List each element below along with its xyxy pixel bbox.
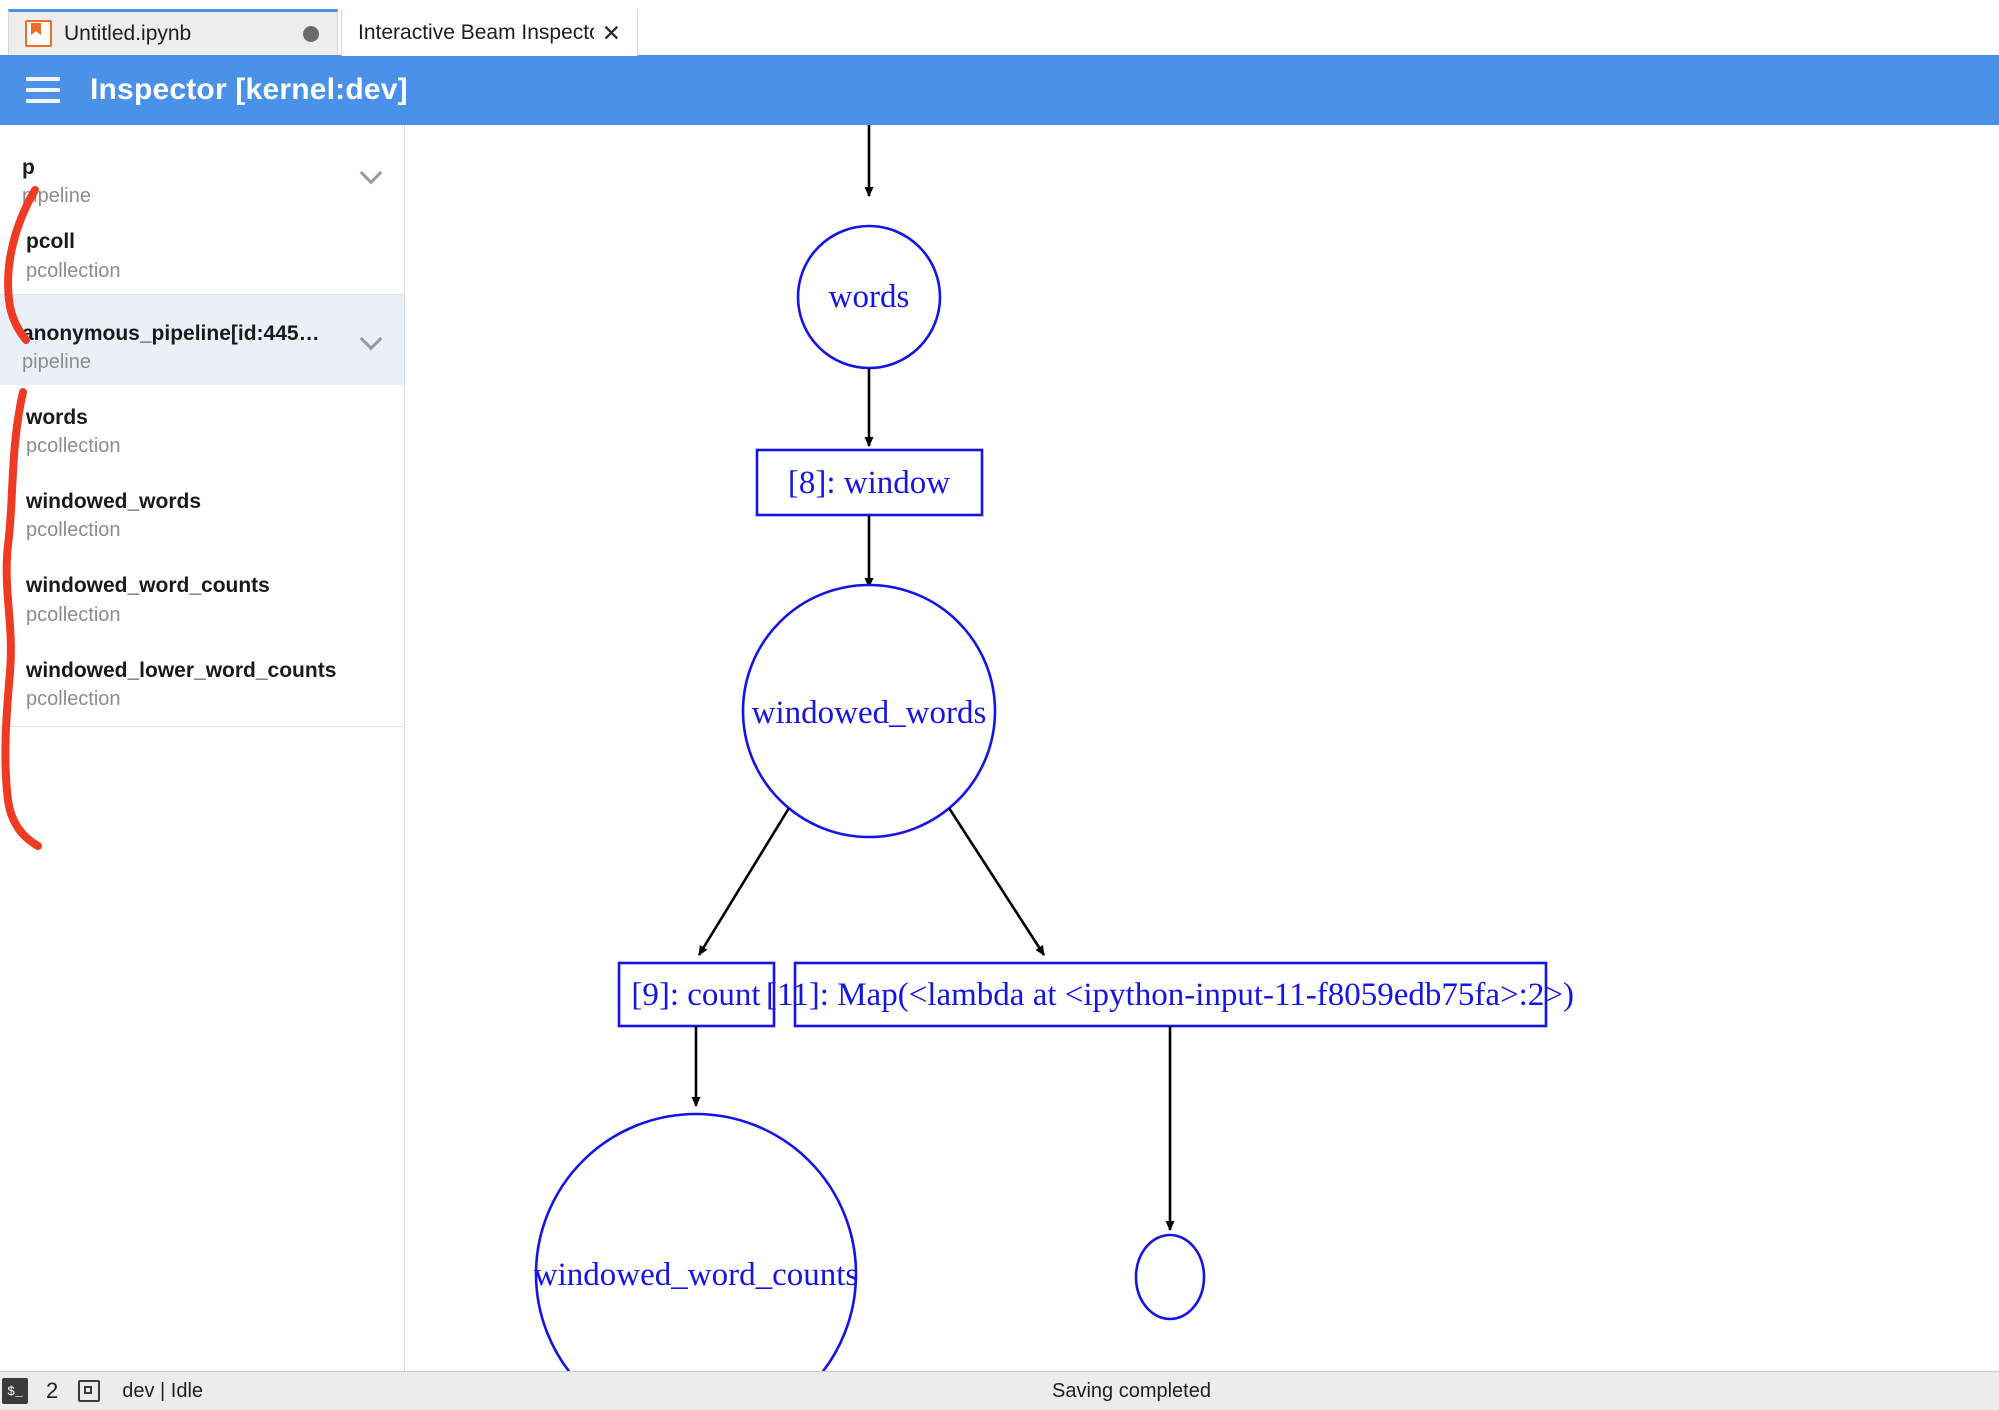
sidebar-item-pcoll[interactable]: pcoll pcollection [0,219,404,293]
sidebar-item-label: windowed_words [26,490,202,513]
save-status: Saving completed [1052,1379,1211,1402]
graph-node-label: [11]: Map(<lambda at <ipython-input-11-f… [766,977,1574,1013]
sidebar-item-label: pcoll [26,230,76,254]
graph-node-label: [8]: window [788,465,950,501]
notebook-icon [25,20,52,47]
sidebar-item-type: pcollection [26,259,121,282]
edge-windowed-words-to-count [697,807,791,956]
graph-node-label: [9]: count [631,977,760,1013]
graph-node-unnamed-small[interactable] [1134,1233,1206,1321]
sidebar-item-type: pcollection [26,519,121,542]
sidebar-item-p[interactable]: p pipeline [0,125,404,219]
unsaved-indicator-icon[interactable] [303,25,319,42]
inspector-body: p pipeline pcoll pcollection anonymous_p… [0,125,1999,1371]
sidebar-item-windowed-words[interactable]: windowed_words pcollection [0,469,404,553]
sidebar-group-p: p pipeline pcoll pcollection [0,125,404,295]
terminal-icon[interactable]: $_ [2,1378,28,1404]
sidebar-item-label: p [22,156,35,179]
sidebar-item-label: windowed_lower_word_counts [26,658,337,682]
tab-untitled-ipynb[interactable]: Untitled.ipynb [8,9,338,55]
sidebar-item-anonymous-pipeline[interactable]: anonymous_pipeline[id:44516… pipeline [0,294,404,385]
kernel-count[interactable]: 2 [46,1378,59,1403]
pipeline-graph-canvas[interactable]: words [8]: window windowed_words [406,125,1999,1371]
inspector-sidebar: p pipeline pcoll pcollection anonymous_p… [0,125,405,1371]
sidebar-item-type: pipeline [22,185,91,208]
inspector-header: Inspector [kernel:dev] [0,55,1999,125]
edge-windowed-words-to-map [947,807,1046,956]
tab-label: Interactive Beam Inspector [358,21,594,44]
sidebar-item-type: pcollection [26,435,121,457]
sidebar-item-label: windowed_word_counts [26,574,270,598]
graph-node-windowed-words[interactable]: windowed_words [741,583,997,839]
hamburger-icon[interactable] [26,77,60,103]
sidebar-item-label: anonymous_pipeline[id:44516… [22,321,322,345]
status-bar: $_ 2 dev | Idle Saving completed [0,1371,1999,1410]
kernel-status[interactable]: dev | Idle [122,1379,204,1402]
sidebar-item-windowed-lower-word-counts[interactable]: windowed_lower_word_counts pcollection [0,638,404,726]
sidebar-item-words[interactable]: words pcollection [0,385,404,469]
chevron-down-icon[interactable] [362,329,382,349]
sidebar-item-type: pcollection [26,687,121,710]
graph-node-window[interactable]: [8]: window [755,448,984,517]
tab-label: Untitled.ipynb [64,21,192,45]
page-title: Inspector [kernel:dev] [90,73,408,106]
sidebar-group-anonymous-pipeline: anonymous_pipeline[id:44516… pipeline wo… [0,294,404,727]
sidebar-item-label: words [26,405,88,429]
graph-node-label: windowed_words [752,695,987,731]
graph-node-map[interactable]: [11]: Map(<lambda at <ipython-input-11-f… [766,961,1574,1028]
graph-node-words[interactable]: words [796,224,942,370]
graph-node-label: words [829,279,910,315]
chevron-down-icon[interactable] [362,163,382,183]
graph-node-windowed-word-counts[interactable]: windowed_word_counts [534,1112,858,1371]
tab-interactive-beam-inspector[interactable]: Interactive Beam Inspector ✕ [341,9,638,56]
sidebar-item-windowed-word-counts[interactable]: windowed_word_counts pcollection [0,553,404,637]
close-icon[interactable]: ✕ [601,19,621,46]
tab-bar: Untitled.ipynb Interactive Beam Inspecto… [0,0,1999,56]
sidebar-item-type: pcollection [26,603,121,626]
graph-node-label: windowed_word_counts [534,1257,858,1293]
graph-node-count[interactable]: [9]: count [617,961,776,1028]
cpu-icon[interactable] [78,1380,101,1402]
sidebar-item-type: pipeline [22,350,91,373]
